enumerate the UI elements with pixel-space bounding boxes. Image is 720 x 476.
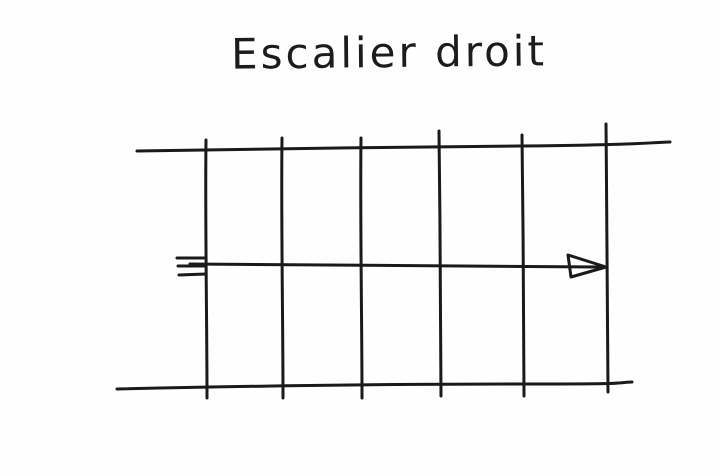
riser-line-1 xyxy=(204,138,209,400)
start-marker-icon xyxy=(175,256,208,277)
riser-line-3 xyxy=(359,136,364,400)
riser-line-2 xyxy=(280,136,285,400)
walking-line xyxy=(188,262,602,269)
riser-line-5 xyxy=(520,133,526,398)
riser-line-4 xyxy=(437,129,443,398)
arrow-head-icon xyxy=(566,253,608,279)
top-stringer-line xyxy=(135,140,672,153)
riser-line-6 xyxy=(604,122,610,394)
bottom-stringer-line xyxy=(115,380,634,391)
